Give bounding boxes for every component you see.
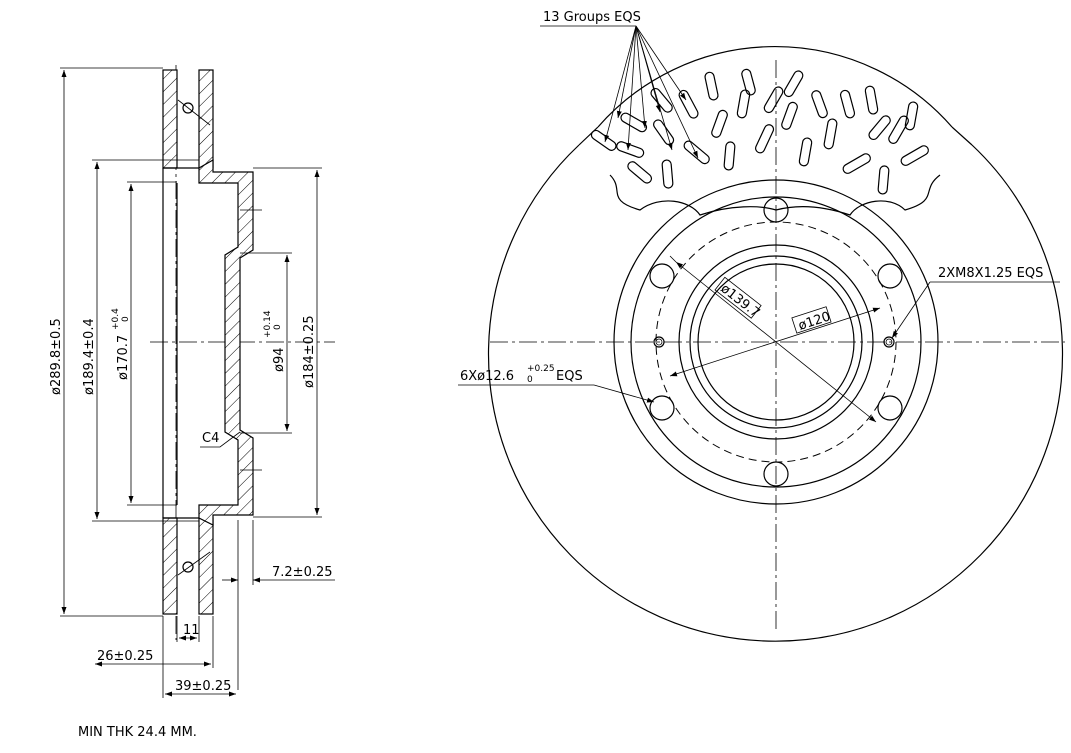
bolt-holes-tol-lower: 0 <box>527 375 533 385</box>
tapped-holes-callout: 2XM8X1.25 EQS <box>938 266 1043 281</box>
dim-hat-thickness: 7.2±0.25 <box>272 565 333 580</box>
chamfer-label: C4 <box>202 431 219 446</box>
dim-94-tol-upper: +0.14 <box>263 310 273 338</box>
slot-pattern <box>590 68 929 195</box>
bolt-holes <box>649 197 903 487</box>
bore-label: ø120 <box>797 309 833 333</box>
bolt-holes-callout: 6Xø12.6 <box>460 369 514 384</box>
dim-94-diameter: ø94 <box>272 348 287 373</box>
dim-disc-thickness: 26±0.25 <box>97 649 153 664</box>
dim-overall-height: 39±0.25 <box>175 679 231 694</box>
dim-170-tol-lower: 0 <box>121 316 131 322</box>
dim-170-tol-upper: +0.4 <box>111 308 121 330</box>
dim-outer-diameter: ø289.8±0.5 <box>49 318 64 395</box>
min-thickness-note: MIN THK 24.4 MM. <box>78 725 197 740</box>
bolt-holes-tol-upper: +0.25 <box>527 364 555 374</box>
bolt-holes-callout-main: 6Xø12.6 <box>460 369 514 384</box>
bolt-holes-suffix: EQS <box>556 369 583 384</box>
dim-94-tol-lower: 0 <box>273 324 283 330</box>
dim-vane-width: 11 <box>183 623 200 638</box>
dim-184-diameter: ø184±0.25 <box>302 315 317 388</box>
dim-170-diameter: ø170.7 <box>116 335 131 380</box>
side-section-view: ø289.8±0.5 ø189.4±0.4 ø170.7 +0.4 0 ø94 … <box>49 65 335 698</box>
dim-inner-diameter: ø189.4±0.4 <box>82 318 97 395</box>
groups-callout: 13 Groups EQS <box>543 10 641 25</box>
front-view: 13 Groups EQS ø139.7 ø120 2XM8X1.25 EQS … <box>458 10 1065 642</box>
